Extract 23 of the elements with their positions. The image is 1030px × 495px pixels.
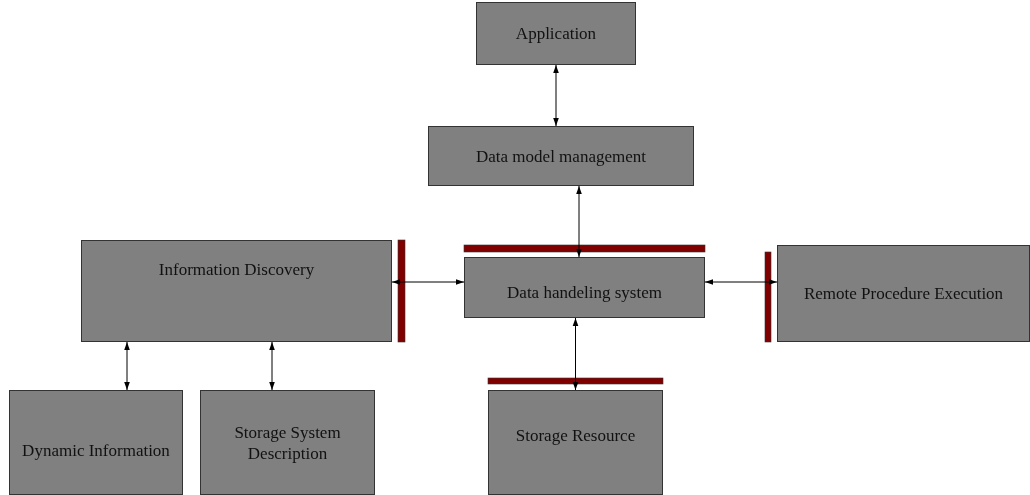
arrow xyxy=(269,341,275,391)
box-label: Data model management xyxy=(476,145,646,167)
process-box xyxy=(428,126,694,186)
box-label: Application xyxy=(515,23,597,44)
box-label: Storage System Description xyxy=(233,421,342,464)
arrow xyxy=(124,341,130,391)
box-label: Storage Resource xyxy=(515,425,636,446)
process-box xyxy=(81,240,392,342)
box-label: Data handeling system xyxy=(507,282,662,303)
box-label: Dynamic Information xyxy=(22,440,170,461)
process-box xyxy=(476,2,636,65)
arrow xyxy=(572,317,579,391)
process-box xyxy=(488,390,663,495)
arrow xyxy=(704,279,778,285)
process-box xyxy=(464,257,705,318)
box-label: Remote Procedure Execution xyxy=(803,283,1004,304)
arrow xyxy=(576,185,582,258)
arrow xyxy=(553,64,559,127)
box-label: Information Discovery xyxy=(158,259,315,280)
process-box xyxy=(9,390,183,495)
process-box xyxy=(777,245,1030,342)
process-box xyxy=(200,390,375,495)
arrow xyxy=(391,279,465,285)
